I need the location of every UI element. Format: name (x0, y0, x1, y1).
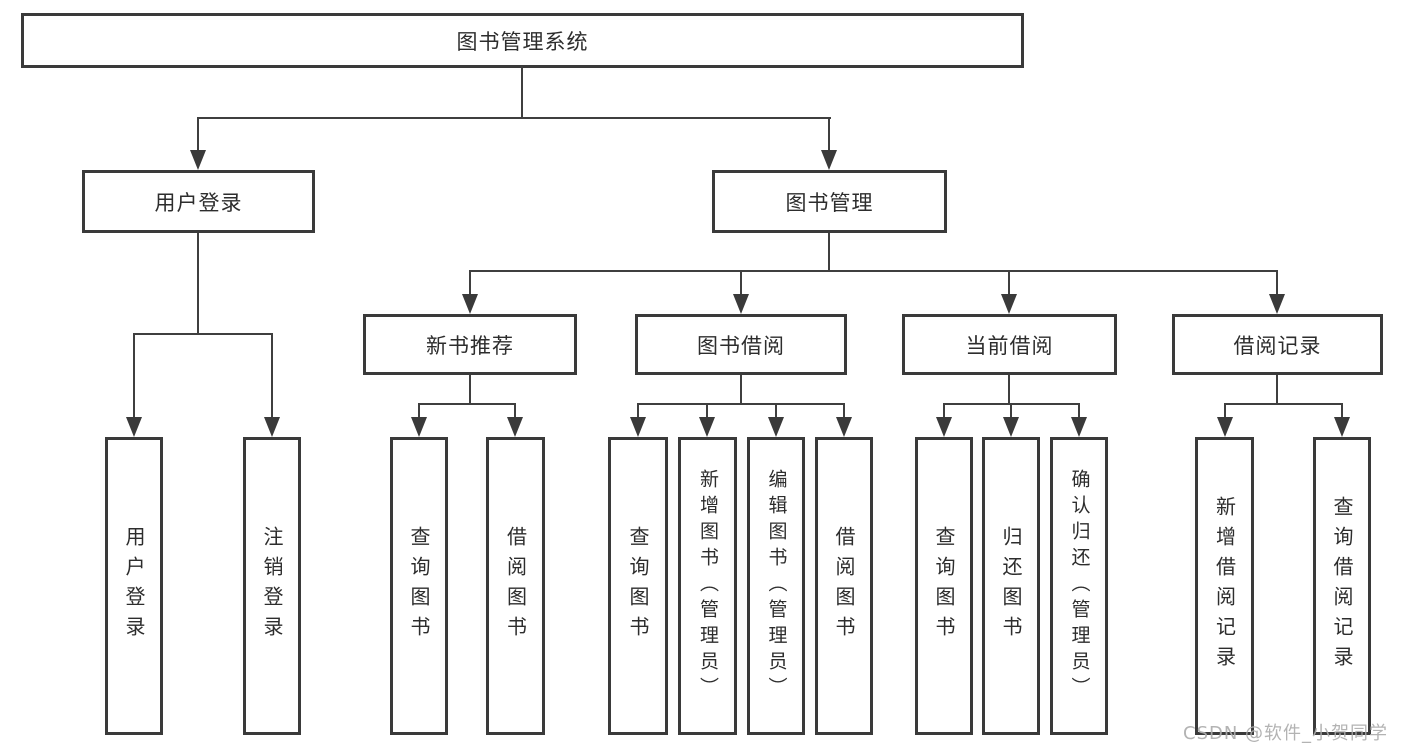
arrowhead-down-icon (1269, 294, 1285, 314)
connector-line (133, 333, 135, 419)
arrowhead-down-icon (768, 417, 784, 437)
arrowhead-down-icon (411, 417, 427, 437)
leaf-query-borrow-record: 查询借阅记录 (1313, 437, 1371, 735)
leaf-label: 新增借阅记录 (1212, 496, 1237, 676)
connector-line (740, 375, 742, 405)
leaf-borrow-books-recommend: 借阅图书 (486, 437, 545, 735)
arrowhead-down-icon (190, 150, 206, 170)
node-borrowing-records: 借阅记录 (1172, 314, 1383, 375)
connector-line (1224, 403, 1226, 419)
connector-line (637, 403, 639, 419)
leaf-query-books-recommend: 查询图书 (390, 437, 448, 735)
connector-line (418, 403, 420, 419)
connector-line (469, 270, 1277, 272)
node-new-book-recommend: 新书推荐 (363, 314, 577, 375)
arrowhead-down-icon (630, 417, 646, 437)
leaf-label: 查询图书 (626, 526, 650, 646)
leaf-return-books: 归还图书 (982, 437, 1040, 735)
connector-line (1008, 270, 1010, 296)
leaf-add-borrow-record: 新增借阅记录 (1195, 437, 1254, 735)
leaf-query-books-current: 查询图书 (915, 437, 973, 735)
connector-line (197, 117, 831, 119)
node-root-system: 图书管理系统 (21, 13, 1024, 68)
arrowhead-down-icon (733, 294, 749, 314)
leaf-label: 查询图书 (407, 526, 431, 646)
connector-line (521, 66, 523, 118)
leaf-user-login: 用户登录 (105, 437, 163, 735)
node-book-management: 图书管理 (712, 170, 947, 233)
connector-line (637, 403, 845, 405)
connector-line (1341, 403, 1343, 419)
connector-line (514, 403, 516, 419)
node-book-borrowing: 图书借阅 (635, 314, 847, 375)
node-label: 当前借阅 (965, 333, 1054, 358)
connector-line (418, 403, 516, 405)
connector-line (197, 233, 199, 335)
connector-line (828, 233, 830, 272)
arrowhead-down-icon (1003, 417, 1019, 437)
leaf-label: 编辑图书（管理员） (765, 469, 788, 703)
leaf-borrow-books: 借阅图书 (815, 437, 873, 735)
connector-line (828, 117, 830, 153)
leaf-label: 借阅图书 (832, 526, 856, 646)
leaf-label: 新增图书（管理员） (697, 469, 719, 703)
arrowhead-down-icon (1217, 417, 1233, 437)
connector-line (197, 117, 199, 153)
connector-line (843, 403, 845, 419)
arrowhead-down-icon (1001, 294, 1017, 314)
node-label: 用户登录 (154, 190, 243, 215)
arrowhead-down-icon (936, 417, 952, 437)
node-label: 图书管理系统 (456, 29, 589, 54)
arrowhead-down-icon (836, 417, 852, 437)
csdn-watermark: CSDN @软件_小贺同学 (1183, 723, 1389, 744)
node-user-login: 用户登录 (82, 170, 315, 233)
arrowhead-down-icon (507, 417, 523, 437)
leaf-label: 归还图书 (999, 526, 1023, 646)
connector-line (740, 270, 742, 296)
leaf-label: 注销登录 (260, 526, 284, 646)
leaf-edit-books-admin: 编辑图书（管理员） (747, 437, 805, 735)
leaf-logout: 注销登录 (243, 437, 301, 735)
node-label: 借阅记录 (1233, 333, 1322, 358)
connector-line (1224, 403, 1343, 405)
connector-line (1008, 375, 1010, 405)
arrowhead-down-icon (699, 417, 715, 437)
arrowhead-down-icon (1071, 417, 1087, 437)
node-label: 新书推荐 (426, 333, 514, 358)
node-label: 图书借阅 (697, 333, 785, 358)
arrowhead-down-icon (462, 294, 478, 314)
leaf-confirm-return-admin: 确认归还（管理员） (1050, 437, 1108, 735)
connector-line (133, 333, 273, 335)
connector-line (706, 403, 708, 419)
node-label: 图书管理 (785, 190, 874, 215)
leaf-label: 用户登录 (122, 526, 146, 646)
connector-line (469, 375, 471, 405)
connector-line (469, 270, 471, 296)
connector-line (1078, 403, 1080, 419)
arrowhead-down-icon (1334, 417, 1350, 437)
leaf-query-books-borrowing: 查询图书 (608, 437, 668, 735)
arrowhead-down-icon (264, 417, 280, 437)
connector-line (271, 333, 273, 419)
connector-line (775, 403, 777, 419)
connector-line (1010, 403, 1012, 419)
leaf-label: 确认归还（管理员） (1068, 469, 1091, 703)
leaf-label: 查询图书 (932, 526, 956, 646)
connector-line (943, 403, 945, 419)
connector-line (1276, 375, 1278, 405)
arrowhead-down-icon (821, 150, 837, 170)
leaf-add-books-admin: 新增图书（管理员） (678, 437, 737, 735)
connector-line (1276, 270, 1278, 296)
leaf-label: 借阅图书 (503, 526, 528, 646)
node-current-borrowing: 当前借阅 (902, 314, 1117, 375)
arrowhead-down-icon (126, 417, 142, 437)
leaf-label: 查询借阅记录 (1330, 496, 1354, 676)
